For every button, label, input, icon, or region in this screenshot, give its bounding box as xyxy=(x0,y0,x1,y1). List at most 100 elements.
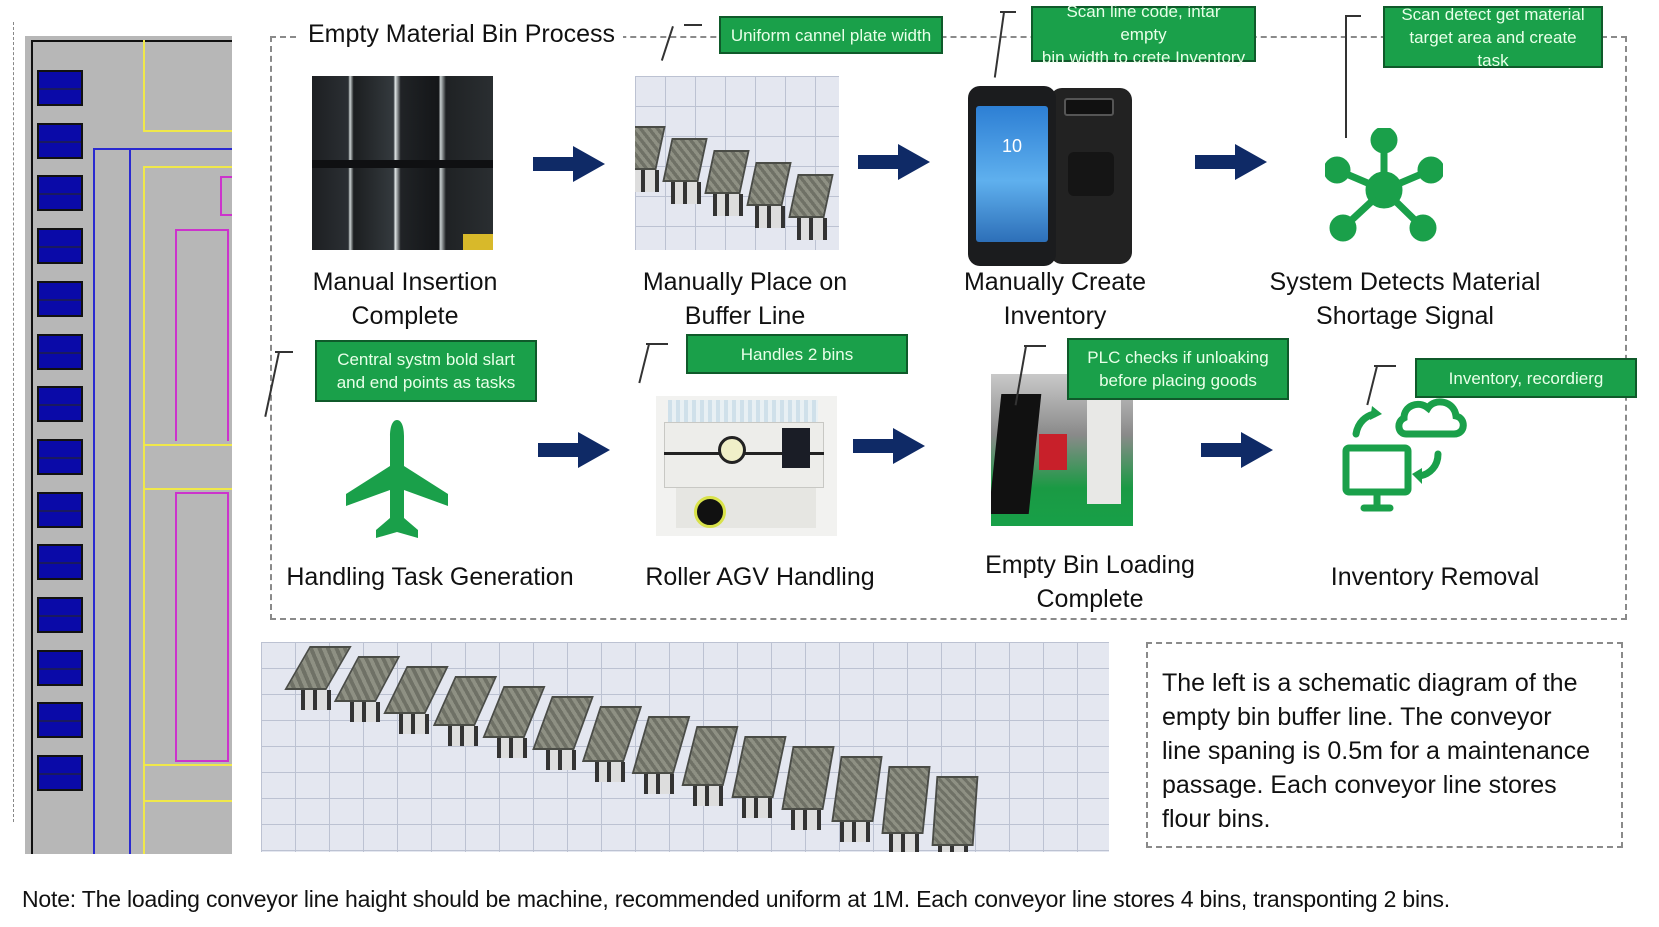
conveyor-unit xyxy=(631,716,691,774)
schematic-bin xyxy=(37,438,83,475)
conveyor-unit xyxy=(881,766,931,834)
callout-scan-line-code: Scan line code, intar empty bin width to … xyxy=(1031,2,1256,67)
flow-arrow-icon xyxy=(538,432,610,468)
callout-line: PLC checks if unloaking xyxy=(1087,348,1269,367)
conveyor-leg xyxy=(693,786,723,806)
schematic-bin xyxy=(37,544,83,581)
step-create-inventory-label: Manually Create Inventory xyxy=(930,265,1180,333)
label-line: Complete xyxy=(351,302,459,330)
callout-line: Scan line code, intar empty xyxy=(1066,1,1221,44)
label-line: Manually Create xyxy=(963,268,1147,296)
handheld-scanner-image: 10 xyxy=(968,86,1056,266)
conveyor-unit xyxy=(482,686,546,738)
conveyor-unit xyxy=(931,776,979,846)
callout-leader-line xyxy=(1024,345,1046,347)
agv-wheel xyxy=(694,496,726,528)
agv-rollers xyxy=(668,400,818,422)
conveyor-unit xyxy=(731,736,787,798)
schematic-bin xyxy=(37,70,83,106)
loading-rack xyxy=(991,394,1042,514)
description-box: The left is a schematic diagram of the e… xyxy=(1146,642,1623,848)
callout-leader-line xyxy=(275,351,293,353)
callout-uniform-plate-width: Uniform cannel plate width xyxy=(719,16,943,54)
manual-insertion-image xyxy=(312,76,493,250)
conveyor-unit xyxy=(704,150,750,194)
description-line: line spaning is 0.5m for a maintenance xyxy=(1162,737,1591,765)
flow-arrow-icon xyxy=(858,144,930,180)
step-bin-loading-label: Empty Bin Loading Complete xyxy=(965,548,1215,616)
callout-leader-line xyxy=(1000,11,1016,13)
scanner-back-image xyxy=(1050,88,1132,264)
schematic-yellow-line xyxy=(143,130,232,132)
schematic-yellow-line xyxy=(143,764,232,766)
callout-leader-line xyxy=(1345,15,1361,17)
conveyor-unit xyxy=(383,666,449,714)
conveyor-leg xyxy=(713,194,743,216)
conveyor-leg xyxy=(671,182,701,204)
schematic-yellow-line xyxy=(143,166,232,168)
step-place-buffer-label: Manually Place on Buffer Line xyxy=(610,265,880,333)
label-line: Manually Place on xyxy=(642,268,848,296)
process-title: Empty Material Bin Process xyxy=(300,20,624,49)
schematic-bin xyxy=(37,649,83,686)
label-line: Roller AGV Handling xyxy=(645,563,875,591)
description-line: empty bin buffer line. The conveyor xyxy=(1162,703,1552,731)
schematic-bin xyxy=(37,175,83,212)
conveyor-unit xyxy=(635,126,666,170)
label-line: Buffer Line xyxy=(684,302,806,330)
schematic-bin xyxy=(37,333,83,370)
loading-red-cart xyxy=(1039,434,1067,470)
roller-agv-image xyxy=(656,396,837,536)
schematic-bin xyxy=(37,386,83,423)
schematic-yellow-line xyxy=(143,166,145,854)
schematic-yellow-line xyxy=(143,40,145,132)
label-line: Empty Bin Loading xyxy=(985,551,1195,579)
step-manual-insertion-label: Manual Insertion Complete xyxy=(280,265,530,333)
schematic-yellow-line xyxy=(143,444,232,446)
loading-cabinet xyxy=(1087,384,1121,504)
conveyor-unit xyxy=(432,676,498,726)
label-line: Handling Task Generation xyxy=(286,563,574,591)
description-line: The left is a schematic diagram of the xyxy=(1162,669,1578,697)
conveyor-leg xyxy=(635,170,659,192)
callout-leader-line xyxy=(1345,16,1347,138)
flow-arrow-icon xyxy=(533,146,605,182)
description-line: flour bins. xyxy=(1162,805,1271,833)
process-frame xyxy=(270,36,1627,620)
conveyor-leg xyxy=(399,714,429,734)
label-line: Complete xyxy=(1036,585,1144,613)
conveyor-unit xyxy=(284,646,352,690)
schematic-blue-line xyxy=(129,148,131,854)
flow-arrow-icon xyxy=(853,428,925,464)
agv-lamp xyxy=(718,436,746,464)
left-dashed-border xyxy=(13,22,14,822)
schematic-bin xyxy=(37,702,83,739)
callout-inventory-recording: Inventory, recordierg xyxy=(1415,358,1637,398)
step-task-generation-label: Handling Task Generation xyxy=(270,560,590,594)
conveyor-leg xyxy=(350,702,380,722)
callout-line: target area and create task xyxy=(1409,27,1577,70)
footer-note: Note: The loading conveyor line haight s… xyxy=(22,886,1450,912)
conveyor-unit xyxy=(333,656,401,702)
callout-leader-line xyxy=(684,24,702,26)
schematic-frame-left xyxy=(31,40,33,854)
step-inventory-removal-label: Inventory Removal xyxy=(1300,560,1570,594)
conveyor-leg xyxy=(755,206,785,228)
callout-leader-line xyxy=(1374,365,1396,367)
conveyor-leg xyxy=(889,834,919,852)
callout-handles-bins: Handles 2 bins xyxy=(686,334,908,374)
conveyor-unit xyxy=(662,138,708,182)
schematic-yellow-line xyxy=(143,488,232,490)
conveyor-unit xyxy=(681,726,739,786)
conveyor-leg xyxy=(644,774,674,794)
conveyor-unit xyxy=(746,162,792,206)
conveyor-leg xyxy=(595,762,625,782)
conveyor-unit xyxy=(831,756,883,822)
callout-line: bin width to crete Inventory xyxy=(1041,47,1246,67)
conveyor-unit xyxy=(781,746,835,810)
label-line: System Detects Material xyxy=(1269,268,1541,296)
scanner-window xyxy=(1064,98,1114,116)
